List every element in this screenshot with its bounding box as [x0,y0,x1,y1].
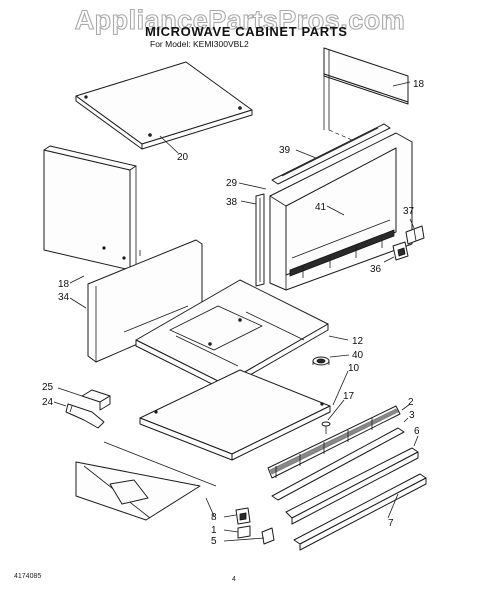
footer-code: 4174085 [14,573,41,580]
part-3-strip [271,427,405,501]
callout-labels: 20 18 39 29 38 41 37 36 18 34 12 40 10 2… [42,79,425,547]
callout-7: 7 [388,518,394,529]
callout-12: 12 [352,336,364,347]
part-40-foot [312,356,330,366]
callout-5: 5 [211,536,217,547]
part-5-clip [261,527,275,545]
part-37-latch [405,225,425,245]
callout-20: 20 [177,152,189,163]
footer-page: 4 [232,576,236,583]
callout-37: 37 [403,206,415,217]
callout-17: 17 [343,391,355,402]
part-10-base-plate [139,369,331,461]
callout-29: 29 [226,178,238,189]
part-8-clip [235,507,251,525]
callout-41: 41 [315,202,327,213]
callout-18-left: 18 [58,279,70,290]
part-18-side-panel-left [43,145,137,271]
part-39-trim-strip [271,123,391,185]
part-24-hinge-pin [65,403,105,429]
part-18-side-panel-right [323,47,409,141]
model-line: For Model: KEMI300VBL2 [150,39,249,49]
part-7-trim-rail [293,473,427,551]
part-2-grille [267,405,401,479]
callout-10: 10 [348,363,360,374]
callout-24: 24 [42,397,54,408]
callout-39: 39 [279,145,291,156]
part-17-screw [321,421,331,434]
callout-2: 2 [408,397,414,408]
callout-38: 38 [226,197,238,208]
part-36-door-button [392,241,409,261]
callout-3: 3 [409,410,415,421]
page-title: MICROWAVE CABINET PARTS [145,24,348,39]
callout-6: 6 [414,426,420,437]
part-20-top-cover [75,61,253,150]
part-41-door-frame [269,132,413,291]
part-6-trim-rail [285,447,419,525]
callout-18-right: 18 [413,79,425,90]
callout-34: 34 [58,292,70,303]
callout-25: 25 [42,382,54,393]
part-1-clip [237,525,251,539]
callout-36: 36 [370,264,382,275]
part-tray [75,441,217,521]
callout-40: 40 [352,350,364,361]
part-25-bracket [81,389,111,411]
callout-8: 8 [211,512,217,523]
watermark: AppliancePartsPros.com [75,5,406,35]
part-38-side-trim [255,193,265,287]
callout-1: 1 [211,525,217,536]
